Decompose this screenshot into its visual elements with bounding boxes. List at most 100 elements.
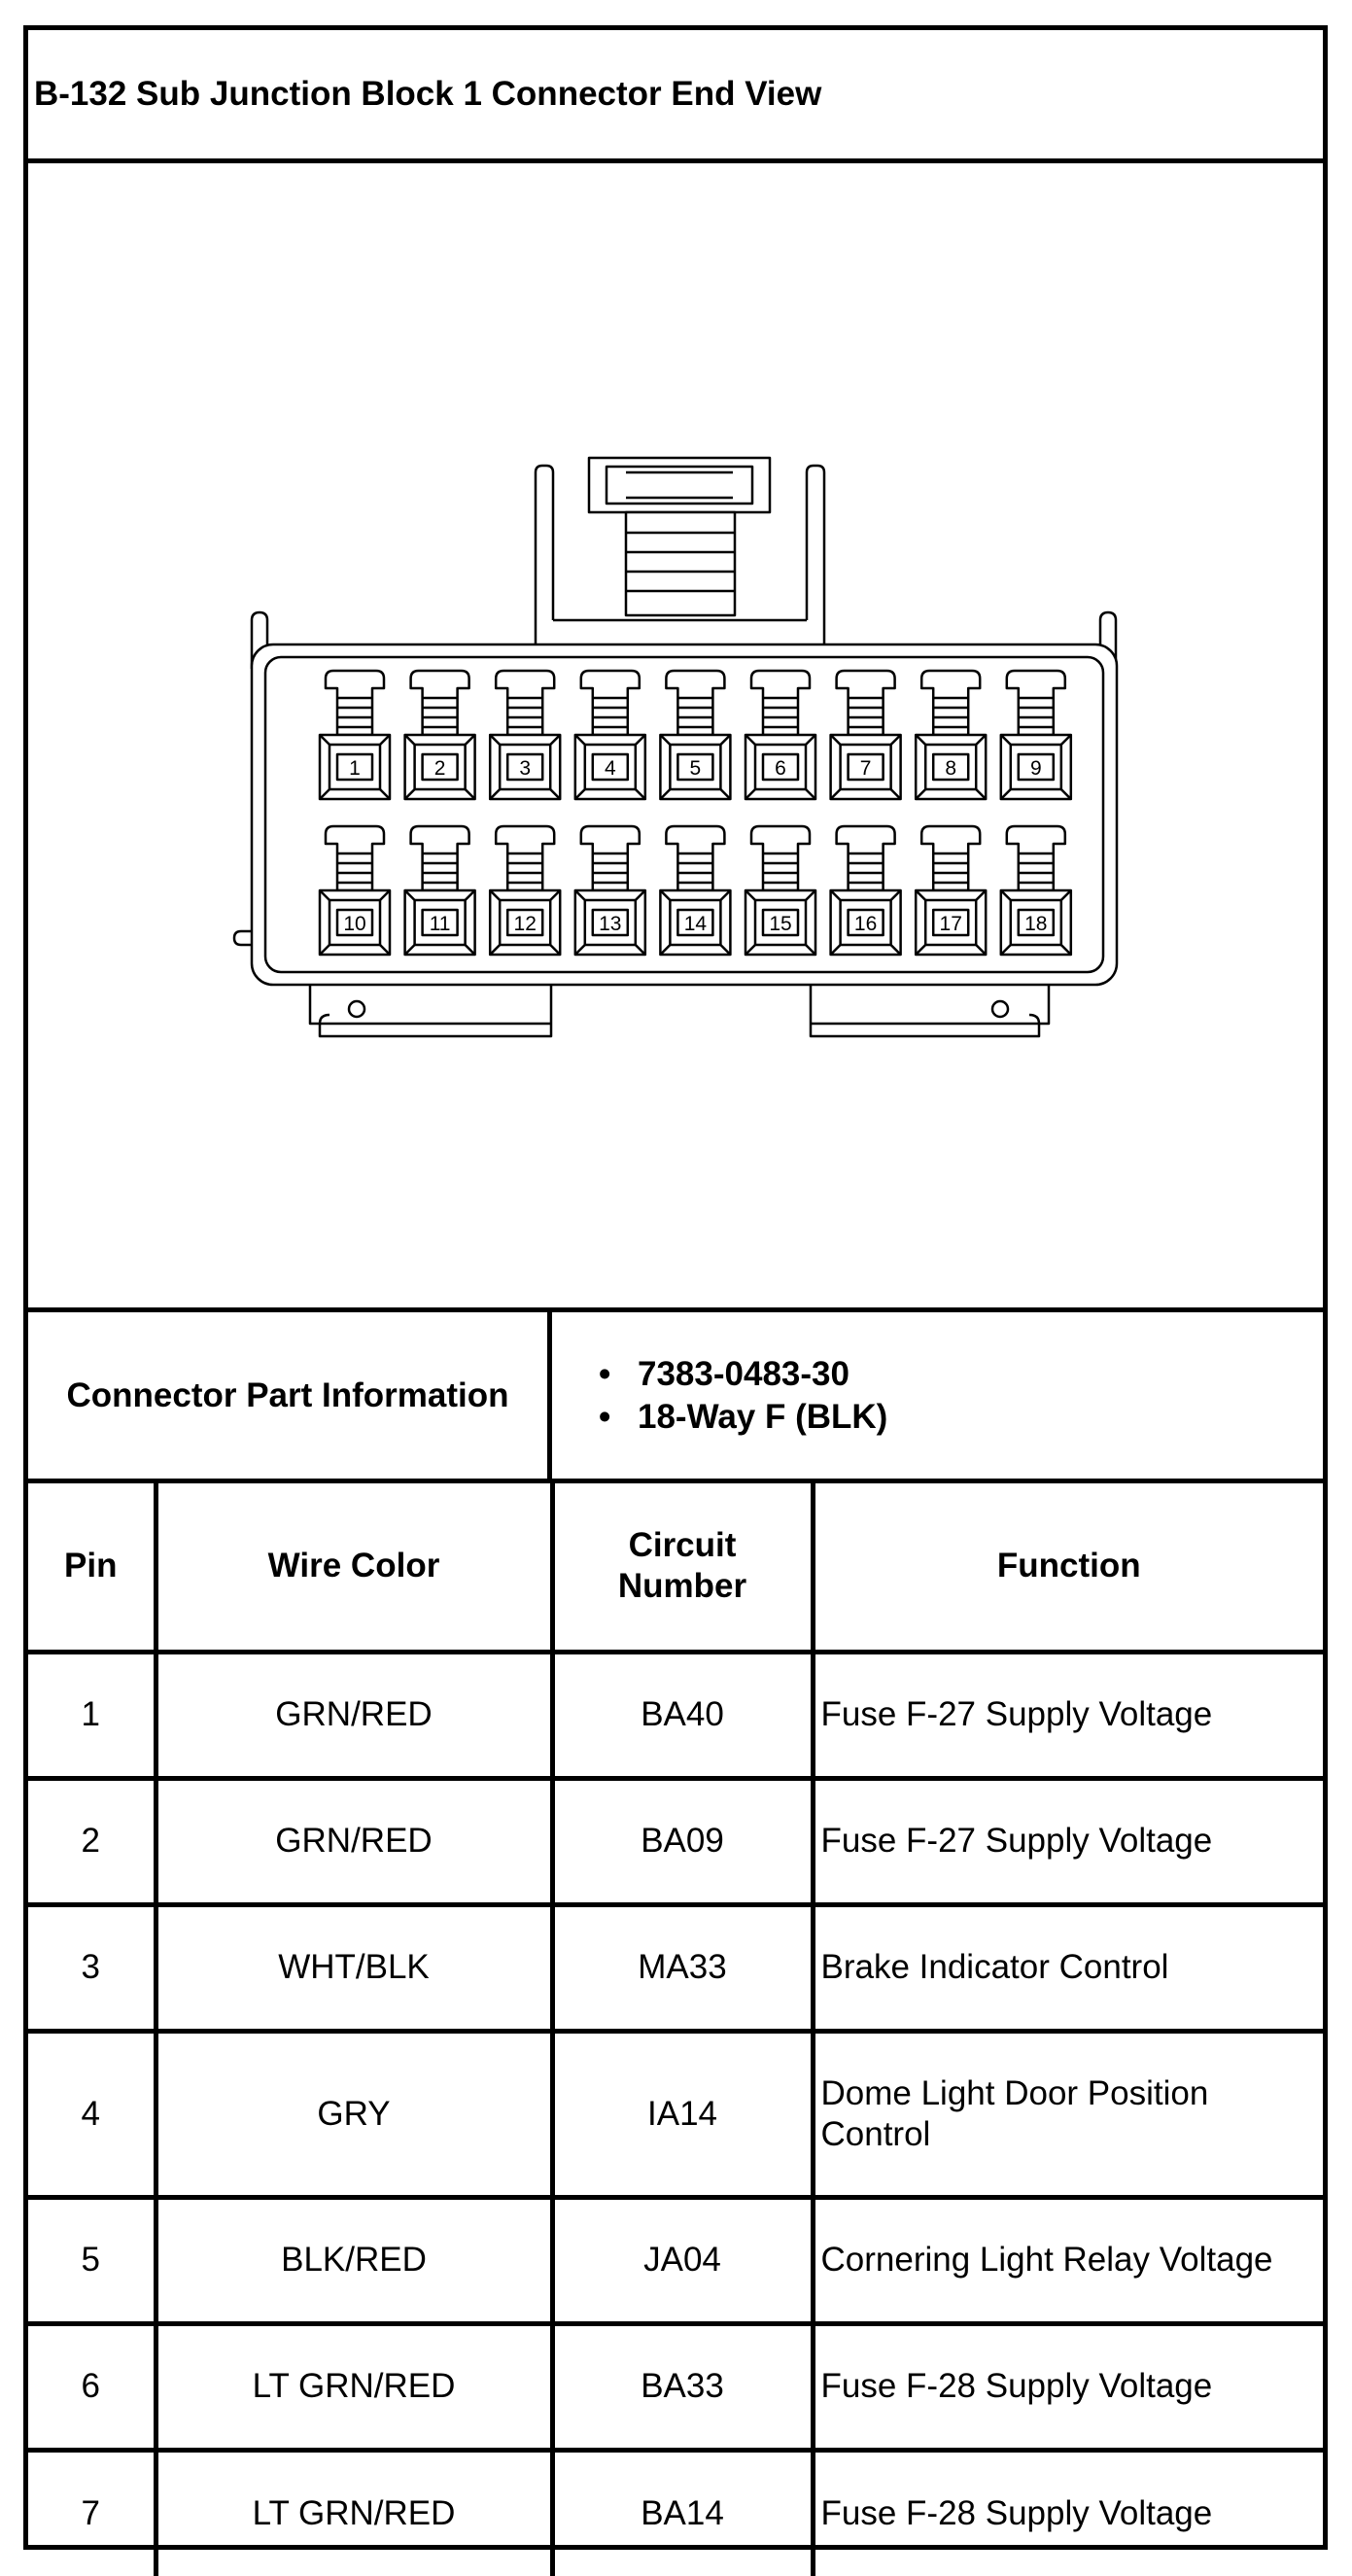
terminal-number-box	[505, 908, 544, 937]
terminal-cavity-inner	[923, 898, 978, 947]
terminal-number: 4	[605, 757, 616, 780]
terminal-12: 12	[488, 824, 562, 957]
cell-pin: 7	[28, 2447, 158, 2576]
terminal-cavity-inner	[753, 898, 808, 947]
terminal-bevel	[745, 734, 756, 746]
cell-pin: 2	[28, 1775, 158, 1907]
terminal-bevel	[403, 788, 416, 800]
header-pin: Pin	[28, 1483, 158, 1654]
bullet-icon: •	[599, 1354, 611, 1393]
cell-wire-color: GRN/RED	[153, 1775, 555, 1907]
terminal-bevel	[805, 788, 816, 800]
terminal-number: 17	[940, 913, 962, 935]
terminal-number: 18	[1024, 913, 1047, 935]
terminal-14: 14	[659, 824, 732, 957]
terminal-bevel	[745, 788, 756, 800]
header-circuit-number-text: Circuit Number	[617, 1526, 747, 1606]
terminal-bevel	[975, 734, 988, 746]
cell-pin: 6	[28, 2320, 158, 2453]
cell-circuit: IA14	[549, 2028, 815, 2200]
terminal-bevel	[379, 889, 391, 901]
terminal-bevel	[1059, 788, 1072, 800]
terminal-number-box	[761, 908, 800, 937]
terminal-bevel	[975, 944, 988, 956]
terminal-lock-tab	[835, 669, 896, 737]
connector-latch	[587, 456, 772, 617]
terminal-number-box	[335, 752, 374, 782]
terminal-number-box	[676, 908, 714, 937]
terminal-bevel	[999, 944, 1012, 956]
part-number-text: 7383-0483-30	[638, 1354, 849, 1393]
cell-function: Fuse F-28 Supply Voltage	[810, 2447, 1323, 2576]
terminal-cavity-inner	[669, 898, 722, 947]
terminal-lock-tab	[324, 824, 386, 892]
terminal-bevel	[379, 944, 391, 956]
terminal-number: 13	[599, 913, 621, 935]
terminal-bevel	[805, 944, 816, 956]
header-wire-color: Wire Color	[153, 1483, 555, 1654]
terminal-lock-tab	[1005, 824, 1067, 892]
terminal-bevel	[549, 734, 562, 746]
terminal-bevel	[489, 788, 502, 800]
terminal-bevel	[489, 944, 502, 956]
terminal-lock-tab	[919, 669, 982, 737]
terminal-bevel	[659, 889, 672, 901]
cell-pin: 4	[28, 2028, 158, 2200]
terminal-9: 9	[999, 669, 1073, 801]
terminal-3: 3	[488, 669, 562, 801]
terminal-bevel	[549, 944, 562, 956]
terminal-number: 3	[519, 757, 531, 780]
terminal-number-box	[847, 908, 884, 937]
terminal-number: 15	[769, 913, 791, 935]
table-row: 3 WHT/BLK MA33 Brake Indicator Control	[28, 1901, 1323, 2034]
terminal-bevel	[379, 788, 391, 800]
terminal-2: 2	[403, 669, 476, 801]
terminal-bevel	[319, 944, 330, 956]
terminal-number-box	[931, 908, 970, 937]
terminal-cavity-inner	[328, 743, 382, 791]
terminal-bevel	[489, 734, 502, 746]
cell-function: Dome Light Door Position Control	[810, 2028, 1323, 2200]
terminal-bevel	[464, 788, 476, 800]
terminal-bevel	[403, 889, 416, 901]
terminal-bevel	[915, 788, 927, 800]
cell-wire-color: WHT/BLK	[153, 1901, 555, 2034]
header-function: Function	[810, 1483, 1323, 1654]
terminal-lock-tab	[409, 824, 470, 892]
terminal-cavity-inner	[839, 898, 892, 947]
terminal-bevel	[719, 788, 732, 800]
terminal-16: 16	[829, 824, 902, 957]
cell-function: Fuse F-27 Supply Voltage	[810, 1775, 1323, 1907]
terminal-cavity-inner	[413, 743, 467, 791]
terminal-6: 6	[744, 669, 817, 801]
terminal-cavity-inner	[498, 898, 552, 947]
terminal-number-box	[1017, 908, 1056, 937]
terminal-cavity-inner	[498, 743, 552, 791]
terminal-bevel	[999, 734, 1012, 746]
terminal-number: 9	[1030, 757, 1042, 780]
cell-circuit: BA09	[549, 1775, 815, 1907]
terminal-bevel	[1059, 944, 1072, 956]
terminal-bevel	[719, 889, 732, 901]
terminal-bevel	[999, 889, 1012, 901]
terminal-bevel	[805, 734, 816, 746]
cell-circuit: JA04	[549, 2194, 815, 2326]
terminal-bevel	[549, 788, 562, 800]
terminal-cavity-inner	[1009, 743, 1063, 791]
terminal-number: 7	[860, 757, 872, 780]
terminal-number: 2	[434, 757, 446, 780]
terminal-bevel	[915, 889, 927, 901]
terminal-cavity-inner	[753, 743, 808, 791]
cell-pin: 5	[28, 2194, 158, 2326]
terminal-bevel	[1059, 734, 1072, 746]
terminal-bevel	[319, 734, 330, 746]
cell-function-text: Dome Light Door Position Control	[820, 2073, 1209, 2153]
terminal-bevel	[464, 734, 476, 746]
part-info-values: • 7383-0483-30 • 18-Way F (BLK)	[552, 1312, 1323, 1479]
bullet-icon: •	[599, 1397, 611, 1436]
terminal-bevel	[379, 734, 391, 746]
terminal-number: 16	[854, 913, 877, 935]
